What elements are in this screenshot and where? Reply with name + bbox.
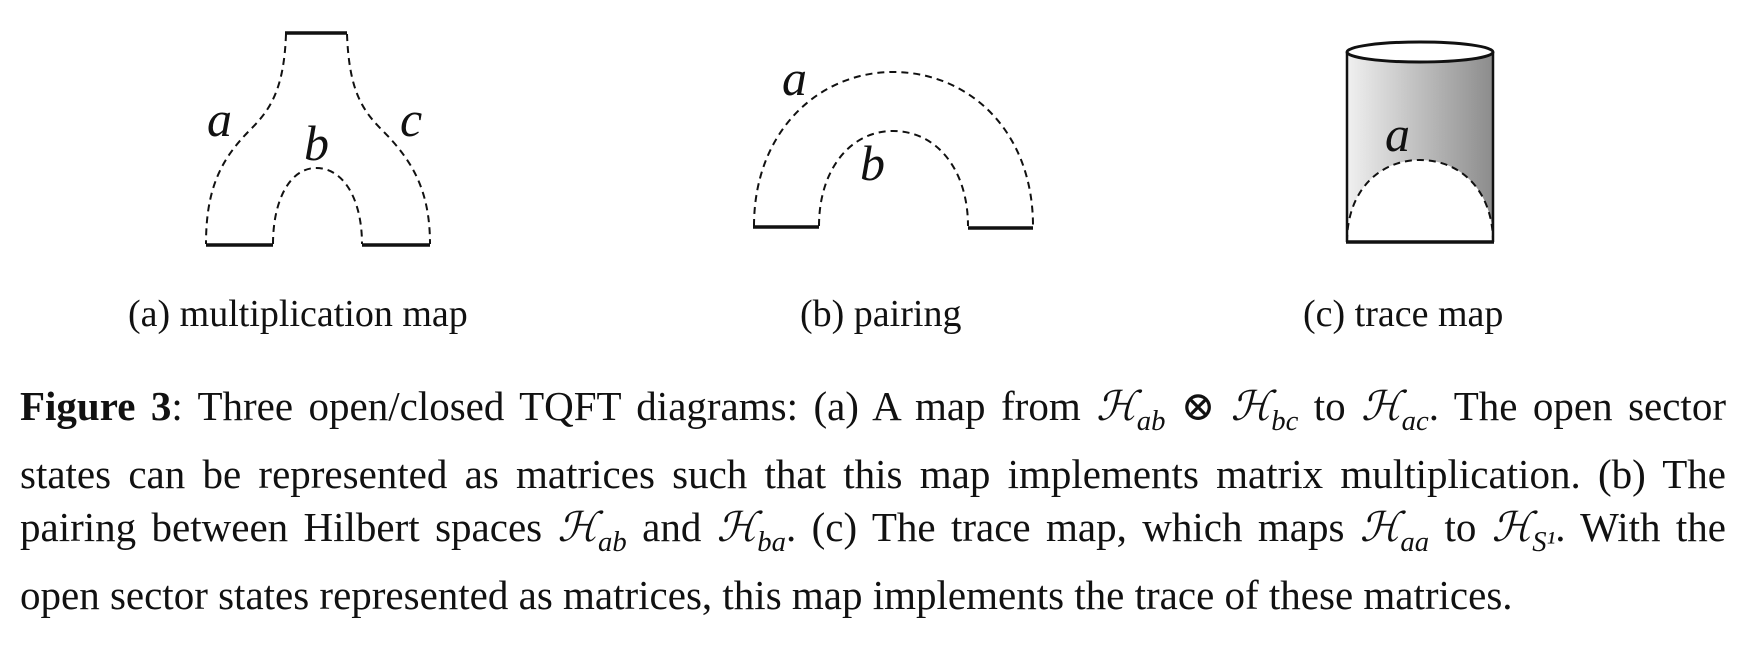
- label-a: a: [1385, 106, 1410, 162]
- figure-caption: Figure 3: Three open/closed TQFT diagram…: [20, 380, 1726, 622]
- figure-number: Figure 3: [20, 383, 172, 429]
- label-a: a: [207, 91, 232, 147]
- label-c: c: [400, 91, 422, 147]
- label-b: b: [860, 135, 885, 191]
- hilbert-space-symbol: ℋ: [1491, 503, 1533, 552]
- subscript: aa: [1400, 526, 1430, 559]
- subcaption-a: (a) multiplication map: [128, 293, 468, 335]
- caption-text: to: [1429, 504, 1492, 551]
- hilbert-space-symbol: ℋ: [1230, 382, 1272, 430]
- hilbert-space-symbol: ℋ: [1361, 382, 1402, 430]
- hilbert-space-symbol: ℋ: [557, 503, 599, 552]
- caption-text: . With the open sector states represente…: [20, 504, 1727, 619]
- subscript: ab: [598, 526, 627, 559]
- label-a: a: [782, 50, 807, 106]
- caption-text: : Three open/closed TQFT diagrams: (a) A…: [171, 383, 1097, 429]
- subscript: ab: [1136, 405, 1166, 438]
- subscript: ac: [1401, 405, 1429, 438]
- subscript: S¹: [1532, 526, 1556, 559]
- label-b: b: [304, 115, 329, 171]
- caption-text: to: [1298, 383, 1362, 429]
- caption-text: . The open sector states can be represen…: [20, 383, 1726, 551]
- tensor-symbol: ⊗: [1165, 383, 1231, 429]
- trace-map-diagram: a: [1345, 40, 1495, 244]
- subcaption-c: (c) trace map: [1303, 293, 1504, 335]
- pairing-diagram: a b: [753, 50, 1034, 230]
- multiplication-map-diagram: a b c: [205, 31, 431, 247]
- caption-text: . (c) The trace map, which maps: [785, 504, 1360, 551]
- figure-diagrams: a b c a b a (a) multiplication map (b) p…: [128, 31, 1504, 335]
- subcaption-b: (b) pairing: [800, 293, 962, 335]
- hilbert-space-symbol: ℋ: [1096, 382, 1137, 430]
- diagram-canvas: a b c a b a: [205, 31, 1495, 247]
- hilbert-space-symbol: ℋ: [716, 503, 758, 552]
- caption-text: and: [626, 504, 717, 551]
- hilbert-space-symbol: ℋ: [1359, 503, 1401, 552]
- subscript: bc: [1271, 405, 1299, 438]
- subscript: ba: [757, 526, 786, 559]
